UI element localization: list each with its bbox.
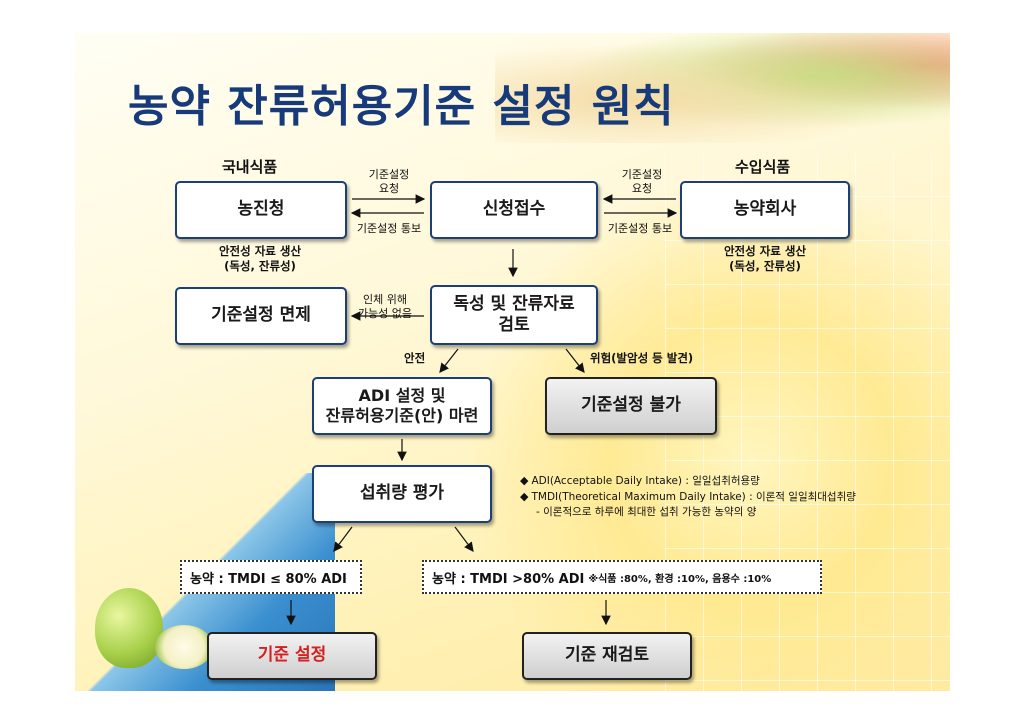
page-title: 농약 잔류허용기준 설정 원칙 xyxy=(128,81,675,132)
node-result-review: 기준 재검토 xyxy=(522,632,692,680)
fruit-banner-decoration xyxy=(495,33,950,143)
definition-tmdi: TMDI(Theoretical Maximum Daily Intake) :… xyxy=(531,491,856,504)
node-nongjincheong: 농진청 xyxy=(175,181,347,239)
label-notify-right: 기준설정 통보 xyxy=(607,222,673,235)
condition-high-tmdi: 농약 : TMDI >80% ADI※식품 :80%, 환경 :10%, 음용수… xyxy=(422,560,822,594)
definition-tmdi-desc: - 이론적으로 하루에 최대한 섭취 가능한 농약의 양 xyxy=(536,506,757,519)
node-result-set: 기준 설정 xyxy=(207,632,377,680)
definitions-notes: ◆ADI(Acceptable Daily Intake) : 일일섭취허용량 … xyxy=(520,473,856,521)
label-safety-data-left: 안전성 자료 생산(독성, 잔류성) xyxy=(218,244,302,273)
node-standard-impossible: 기준설정 불가 xyxy=(545,377,717,435)
label-danger: 위험(발암성 등 발견) xyxy=(590,351,694,365)
green-apple-image xyxy=(95,588,163,668)
condition-low-tmdi: 농약 : TMDI ≤ 80% ADI xyxy=(180,560,362,594)
label-safe: 안전 xyxy=(404,351,426,365)
label-safety-data-right: 안전성 자료 생산(독성, 잔류성) xyxy=(723,244,807,273)
apple-slice-image xyxy=(155,625,213,669)
node-intake-assessment: 섭취량 평가 xyxy=(312,465,492,523)
label-notify-left: 기준설정 통보 xyxy=(356,222,422,235)
node-pesticide-company: 농약회사 xyxy=(680,181,850,239)
node-application-receipt: 신청접수 xyxy=(430,181,598,239)
node-standard-exempt: 기준설정 면제 xyxy=(175,287,347,345)
definition-adi: ADI(Acceptable Daily Intake) : 일일섭취허용량 xyxy=(531,475,760,487)
header-imported: 수입식품 xyxy=(735,158,791,176)
header-domestic: 국내식품 xyxy=(222,158,278,176)
